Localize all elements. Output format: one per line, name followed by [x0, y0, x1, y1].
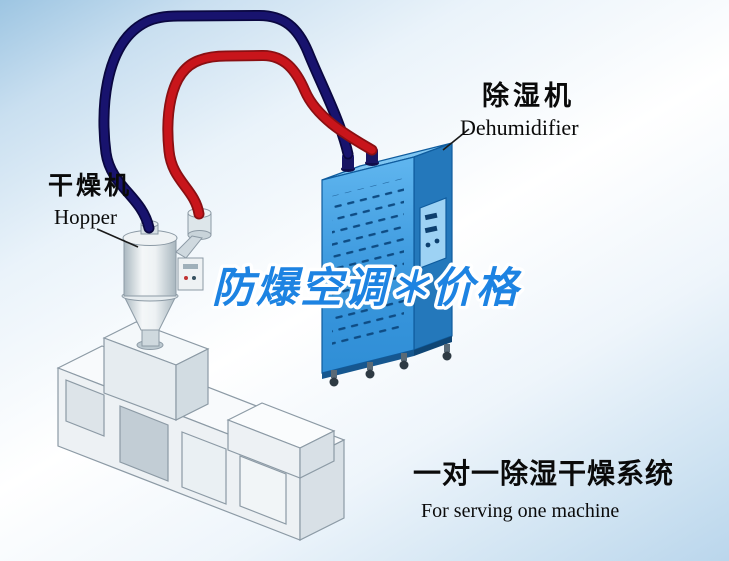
air-pipes — [98, 9, 378, 234]
control-panel-knob — [425, 242, 431, 248]
dehumidifier-label: 除湿机 Dehumidifier — [460, 74, 579, 141]
hopper-control-light-red — [184, 276, 188, 280]
extruder-door-panel — [119, 405, 169, 482]
hopper-label-cn: 干燥机 — [48, 172, 133, 200]
cold-air-pipe-outline — [98, 9, 354, 234]
cold-air-pipe — [100, 11, 352, 232]
dehumidifier-label-en: Dehumidifier — [460, 115, 579, 140]
hopper-body — [123, 237, 177, 297]
dehumidifier-label-cn: 除湿机 — [482, 81, 575, 111]
hopper-control-display — [183, 264, 198, 269]
extruder-illustration — [56, 321, 346, 541]
extruder-door-panel — [239, 455, 287, 525]
control-panel-button — [424, 225, 438, 234]
dehumidifier-base-side — [414, 336, 452, 356]
system-caption: 一对一除湿干燥系统 For serving one machine — [413, 452, 674, 523]
hopper-neck — [141, 329, 160, 347]
hopper-pointer-line — [96, 228, 139, 248]
hopper-label-en: Hopper — [54, 205, 117, 229]
control-panel-button — [424, 212, 438, 221]
caster-wheels — [329, 344, 452, 387]
blower-duct — [175, 235, 203, 259]
extruder-door-panel — [65, 379, 105, 437]
hopper-illustration — [121, 208, 212, 350]
hot-air-pipe — [164, 51, 376, 218]
hopper-control-light-dark — [192, 276, 196, 280]
dehumidifier-pointer-line — [442, 128, 470, 151]
dehumidifier-vent-grille — [332, 178, 404, 350]
dehumidifier-illustration — [321, 142, 453, 387]
watermark-text: 防爆空调＊价格 — [212, 264, 522, 311]
pipe-stub-left — [342, 156, 354, 169]
extruder-lid-side — [299, 430, 335, 479]
dehumidifier-control-panel — [419, 197, 447, 269]
hopper-label: 干燥机 Hopper — [48, 166, 132, 230]
system-caption-cn: 一对一除湿干燥系统 — [413, 458, 675, 489]
extruder-door-panel — [181, 431, 227, 505]
control-panel-knob — [434, 238, 440, 244]
system-caption-en: For serving one machine — [421, 500, 620, 522]
extruder-head-side — [175, 348, 209, 421]
hopper-control-box — [177, 257, 204, 291]
